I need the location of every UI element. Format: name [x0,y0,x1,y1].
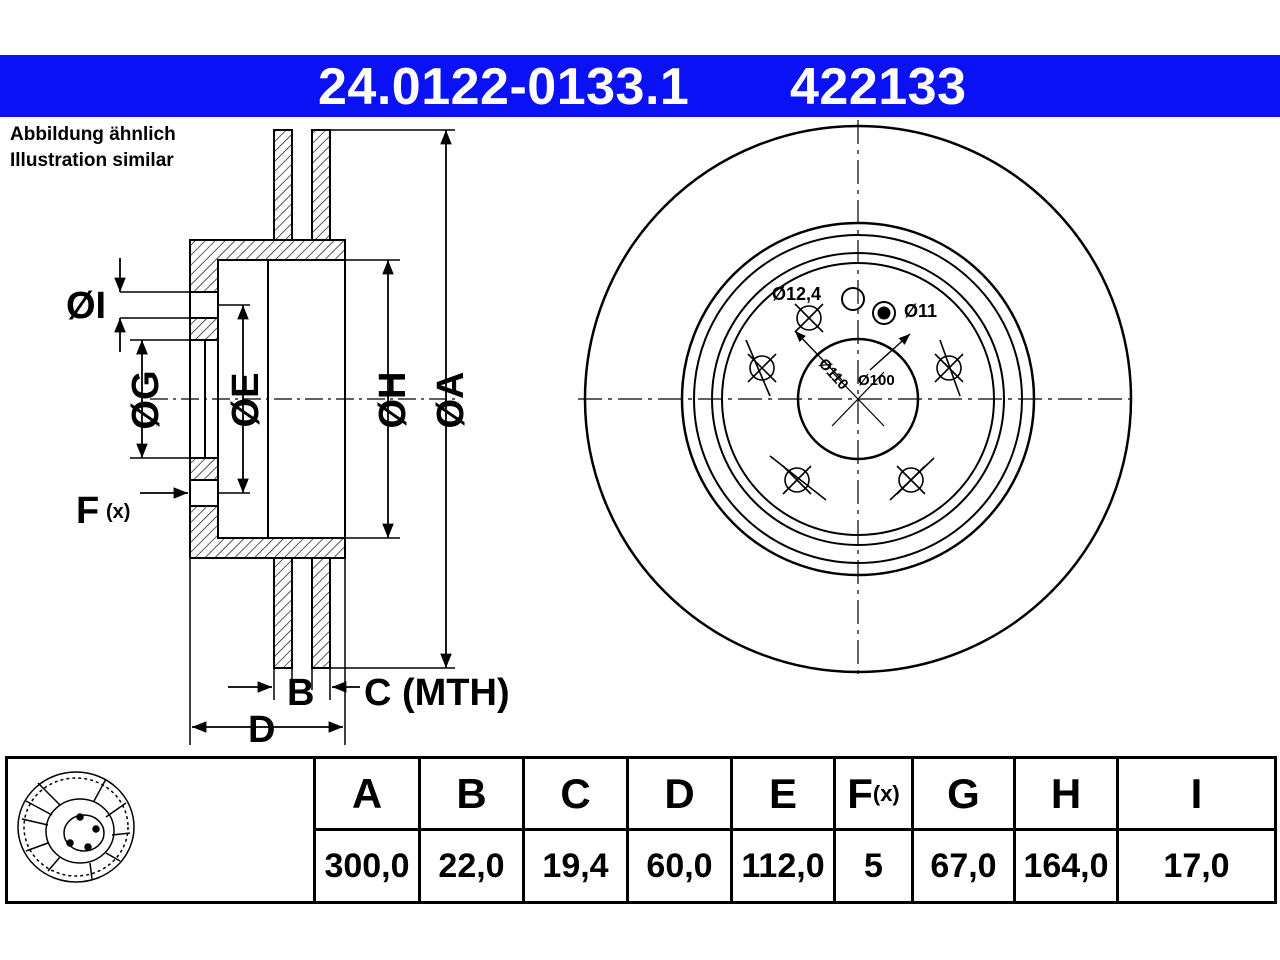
label-dia-h: ØH [372,372,414,429]
label-b: B [287,672,314,714]
inner-friction-ring-top [311,129,331,241]
hole-11 [872,301,896,325]
reference-number: 422133 [790,58,967,116]
table-value-g: 67,0 [911,831,1013,901]
table-value-a: 300,0 [313,831,418,901]
hole-12-4 [841,287,865,311]
table-header-label: E [768,769,797,817]
table-value-h: 164,0 [1013,831,1116,901]
label-dia-i: ØI [66,285,106,327]
table-header-label: D [664,769,695,817]
label-hole-11: Ø11 [904,301,937,321]
label-hole-12-4: Ø12,4 [772,284,821,304]
disc-thumbnail-icon [17,771,135,883]
table-header-label: F [847,769,873,817]
illustration-note-de: Abbildung ähnlich [10,124,176,145]
table-header-d: D [626,759,730,831]
label-f-sub: (x) [106,501,130,523]
table-header-h: H [1013,759,1116,831]
table-header-label: G [947,769,980,817]
bolt-hole-3 [936,355,962,381]
inner-friction-ring-bottom [311,557,331,669]
table-value-i: 17,0 [1116,831,1274,901]
table-value-b: 22,0 [418,831,522,901]
table-value-c: 19,4 [522,831,626,901]
illustration-note-en: Illustration similar [10,150,174,171]
front-view [578,120,1138,680]
table-header-a: A [313,759,418,831]
table-header-label: A [351,769,383,817]
outer-friction-ring-top [273,129,293,241]
hub-face-lower [189,457,219,481]
label-dia-e: ØE [225,373,267,428]
table-header-label: I [1190,769,1203,817]
label-dia-g: ØG [125,370,167,429]
table-header-label: H [1050,769,1082,817]
label-pcd-110: Ø110 [815,355,852,393]
part-number: 24.0122-0133.1 [318,58,690,116]
label-d: D [248,709,275,751]
table-value-e: 112,0 [730,831,833,901]
header-bar: 24.0122-0133.1 422133 [0,55,1280,117]
hub-face-upper [189,317,219,341]
label-c-mth: C (MTH) [364,672,510,714]
table-header-label: C [560,769,591,817]
table-header-sub: (x) [872,780,900,806]
label-f: F [76,490,99,532]
bolt-hole-1 [796,305,822,331]
table-header-g: G [911,759,1013,831]
table-header-f: F(x) [833,759,911,831]
table-header-i: I [1116,759,1274,831]
label-dia-a: ØA [430,372,472,429]
table-value-d: 60,0 [626,831,730,901]
cross-section-view [120,129,460,745]
outer-friction-ring-bottom [273,557,293,669]
table-header-b: B [418,759,522,831]
table-value-f: 5 [833,831,911,901]
bolt-hole-5 [898,467,924,493]
table-header-label: B [456,769,487,817]
bolt-hole-4 [784,467,810,493]
dimension-lines [114,130,452,733]
hole-11-marker [877,306,891,320]
bolt-hole-2 [749,355,775,381]
table-header-c: C [522,759,626,831]
table-header-e: E [730,759,833,831]
label-pcd-100: Ø100 [858,372,895,389]
